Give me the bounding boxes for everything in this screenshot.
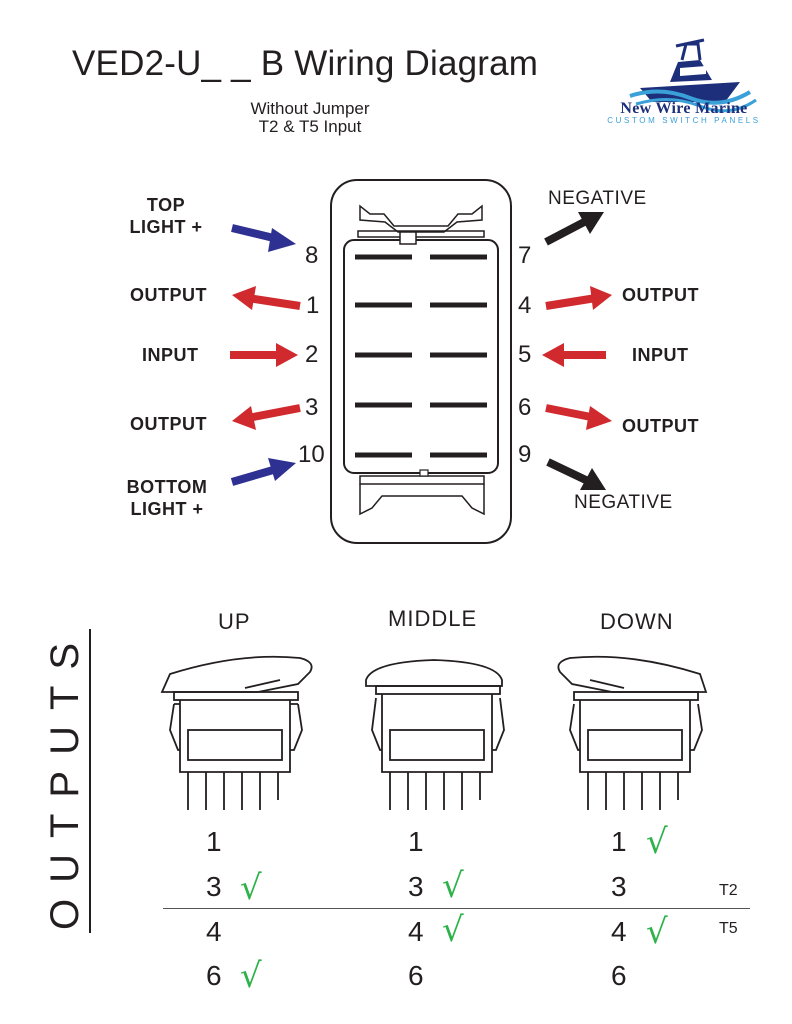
logo-name: New Wire Marine bbox=[620, 100, 748, 117]
page-title: VED2-U_ _ B Wiring Diagram bbox=[72, 44, 539, 83]
up-output-4: 4 bbox=[206, 916, 222, 947]
up-output-3: 3 bbox=[206, 871, 222, 902]
arrow-output-3 bbox=[232, 404, 301, 430]
pin-7: 7 bbox=[518, 242, 532, 269]
switch-housing bbox=[330, 179, 512, 544]
switch-wiring-diagram bbox=[230, 179, 612, 544]
subtitle-line-1: Without Jumper bbox=[250, 99, 370, 118]
pin-4: 4 bbox=[518, 292, 532, 319]
middle-output-3: 3 bbox=[408, 871, 424, 902]
arrow-top-light bbox=[231, 224, 296, 252]
arrow-output-6 bbox=[545, 404, 612, 430]
label-input-5: INPUT bbox=[632, 345, 689, 365]
arrow-negative-9 bbox=[546, 458, 606, 490]
middle-output-1: 1 bbox=[408, 826, 424, 857]
arrow-input-5 bbox=[542, 343, 606, 367]
up-output-3-check-icon: √ bbox=[240, 868, 262, 908]
pin-6: 6 bbox=[518, 394, 532, 421]
pin-8: 8 bbox=[305, 242, 319, 269]
arrow-negative-7 bbox=[544, 212, 604, 246]
pin-3: 3 bbox=[305, 394, 319, 421]
rocker-up-icon bbox=[160, 655, 313, 810]
label-output-1: OUTPUT bbox=[130, 285, 207, 305]
rocker-illustrations bbox=[160, 655, 708, 810]
down-output-6: 6 bbox=[611, 960, 627, 991]
pin-5: 5 bbox=[518, 341, 532, 368]
t2-label: T2 bbox=[719, 882, 738, 899]
arrow-output-1 bbox=[232, 286, 301, 310]
up-output-6: 6 bbox=[206, 960, 222, 991]
pin-9: 9 bbox=[518, 441, 532, 468]
down-output-3: 3 bbox=[611, 871, 627, 902]
middle-output-4-check-icon: √ bbox=[442, 910, 464, 950]
arrow-input-2 bbox=[230, 343, 298, 367]
label-top-light: TOP LIGHT + bbox=[129, 195, 203, 237]
state-up-label: UP bbox=[218, 609, 251, 634]
rocker-middle-icon bbox=[365, 659, 505, 810]
arrow-bottom-light bbox=[230, 458, 296, 486]
label-output-6: OUTPUT bbox=[622, 416, 699, 436]
middle-output-3-check-icon: √ bbox=[442, 866, 464, 906]
middle-output-6: 6 bbox=[408, 960, 424, 991]
rocker-down-icon bbox=[557, 655, 708, 810]
pin-10: 10 bbox=[298, 441, 325, 468]
pin-1: 1 bbox=[306, 292, 320, 319]
arrow-output-4 bbox=[545, 286, 612, 310]
ship-logo-icon bbox=[629, 38, 757, 113]
up-output-6-check-icon: √ bbox=[240, 956, 262, 996]
outputs-heading-text: OUTPUTS bbox=[43, 627, 87, 930]
down-output-4: 4 bbox=[611, 916, 627, 947]
middle-output-4: 4 bbox=[408, 916, 424, 947]
down-output-1: 1 bbox=[611, 826, 627, 857]
outputs-heading: OUTPUTS bbox=[43, 627, 91, 933]
logo-tagline: CUSTOM SWITCH PANELS bbox=[607, 116, 761, 125]
label-negative-9: NEGATIVE bbox=[574, 492, 673, 513]
label-output-3: OUTPUT bbox=[130, 414, 207, 434]
t2-t5-divider bbox=[163, 908, 750, 909]
state-down-label: DOWN bbox=[600, 609, 674, 634]
down-output-4-check-icon: √ bbox=[646, 912, 668, 952]
up-output-1: 1 bbox=[206, 826, 222, 857]
label-input-2: INPUT bbox=[142, 345, 199, 365]
down-output-1-check-icon: √ bbox=[646, 822, 668, 862]
label-bottom-light: BOTTOM LIGHT + bbox=[126, 477, 208, 519]
subtitle-line-2: T2 & T5 Input bbox=[258, 117, 362, 136]
label-output-4: OUTPUT bbox=[622, 285, 699, 305]
pin-2: 2 bbox=[305, 341, 319, 368]
t5-label: T5 bbox=[719, 920, 738, 937]
state-middle-label: MIDDLE bbox=[388, 606, 478, 631]
subtitle: Without Jumper T2 & T5 Input bbox=[230, 100, 390, 136]
label-negative-7: NEGATIVE bbox=[548, 188, 647, 209]
